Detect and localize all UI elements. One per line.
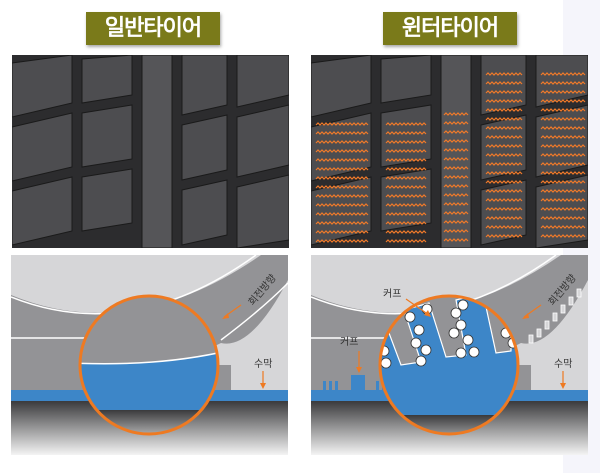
sipe-line <box>443 121 469 125</box>
sipe-line <box>485 135 523 139</box>
sipe-line <box>315 239 369 243</box>
sipe-line <box>485 207 523 211</box>
sipe-line <box>385 194 427 198</box>
sipe-line <box>385 230 427 234</box>
winter-tire-diagram: 커프 커프 회전방향 수막 <box>311 255 588 455</box>
sipe-line <box>443 211 469 215</box>
sipe-line <box>540 234 586 238</box>
sipe-line <box>485 225 523 229</box>
sipe-line <box>540 117 586 121</box>
sipe-line <box>485 126 523 130</box>
sipe-line <box>443 193 469 197</box>
sipe-line <box>540 225 586 229</box>
winter-tire-title: 윈터타이어 <box>383 12 517 45</box>
sipe-line <box>315 176 369 180</box>
sipe-line <box>540 216 586 220</box>
sipe-line <box>485 234 523 238</box>
sipe-line <box>443 184 469 188</box>
sipe-line <box>540 180 586 184</box>
regular-tread-image <box>12 55 289 248</box>
sipe-line <box>540 108 586 112</box>
sipe-line <box>385 176 427 180</box>
sipe-line <box>540 126 586 130</box>
sipe-line <box>315 131 369 135</box>
water-film-label: 수막 <box>254 358 272 370</box>
sipe-line <box>385 203 427 207</box>
sipe-line <box>443 148 469 152</box>
sipe-line <box>485 189 523 193</box>
kerf-label-top: 커프 <box>383 288 401 300</box>
sipe-line <box>315 158 369 162</box>
sipe-line <box>315 212 369 216</box>
sipe-line <box>540 81 586 85</box>
sipe-line <box>540 135 586 139</box>
sipe-line <box>315 140 369 144</box>
sipe-line <box>385 149 427 153</box>
sipe-line <box>485 198 523 202</box>
sipe-line <box>443 229 469 233</box>
regular-tire-title: 일반타이어 <box>86 12 220 45</box>
sipe-line <box>540 99 586 103</box>
sipe-line <box>485 99 523 103</box>
sipe-line <box>385 131 427 135</box>
sipe-line <box>443 139 469 143</box>
sipe-line <box>315 230 369 234</box>
sipe-line <box>540 198 586 202</box>
sipe-line <box>443 157 469 161</box>
sipe-line <box>485 153 523 157</box>
sipe-line <box>485 144 523 148</box>
regular-tire-diagram: 회전방향 수막 <box>11 255 288 455</box>
sipe-line <box>443 202 469 206</box>
sipe-line <box>385 221 427 225</box>
sipe-line <box>385 122 427 126</box>
sipe-line <box>315 149 369 153</box>
sipe-line <box>485 162 523 166</box>
sipe-line <box>485 72 523 76</box>
sipe-lines <box>315 72 586 243</box>
sipe-line <box>540 72 586 76</box>
kerf-label-left: 커프 <box>340 336 358 348</box>
sipe-line <box>540 189 586 193</box>
winter-tread-image <box>311 55 588 248</box>
sipe-line <box>443 166 469 170</box>
sipe-line <box>385 167 427 171</box>
sipe-line <box>485 171 523 175</box>
sipe-line <box>443 238 469 242</box>
sipe-line <box>540 90 586 94</box>
sipe-line <box>385 185 427 189</box>
water-film-label: 수막 <box>554 358 572 370</box>
sipe-line <box>540 171 586 175</box>
sipe-line <box>385 140 427 144</box>
sipe-line <box>315 203 369 207</box>
sipe-line <box>443 175 469 179</box>
sipe-line <box>385 158 427 162</box>
sipe-line <box>485 108 523 112</box>
sipe-line <box>485 117 523 121</box>
sipe-line <box>443 220 469 224</box>
sipe-line <box>485 180 523 184</box>
sipe-line <box>385 212 427 216</box>
sipe-line <box>315 167 369 171</box>
sipe-line <box>540 144 586 148</box>
sipe-line <box>485 216 523 220</box>
sipe-line <box>485 90 523 94</box>
sipe-line <box>315 194 369 198</box>
sipe-line <box>540 207 586 211</box>
sipe-line <box>315 122 369 126</box>
sipe-line <box>540 162 586 166</box>
sipe-line <box>385 239 427 243</box>
sipe-line <box>443 130 469 134</box>
sipe-line <box>443 112 469 116</box>
sipe-line <box>540 153 586 157</box>
sipe-line <box>315 221 369 225</box>
sipe-line <box>315 185 369 189</box>
sipe-line <box>485 81 523 85</box>
